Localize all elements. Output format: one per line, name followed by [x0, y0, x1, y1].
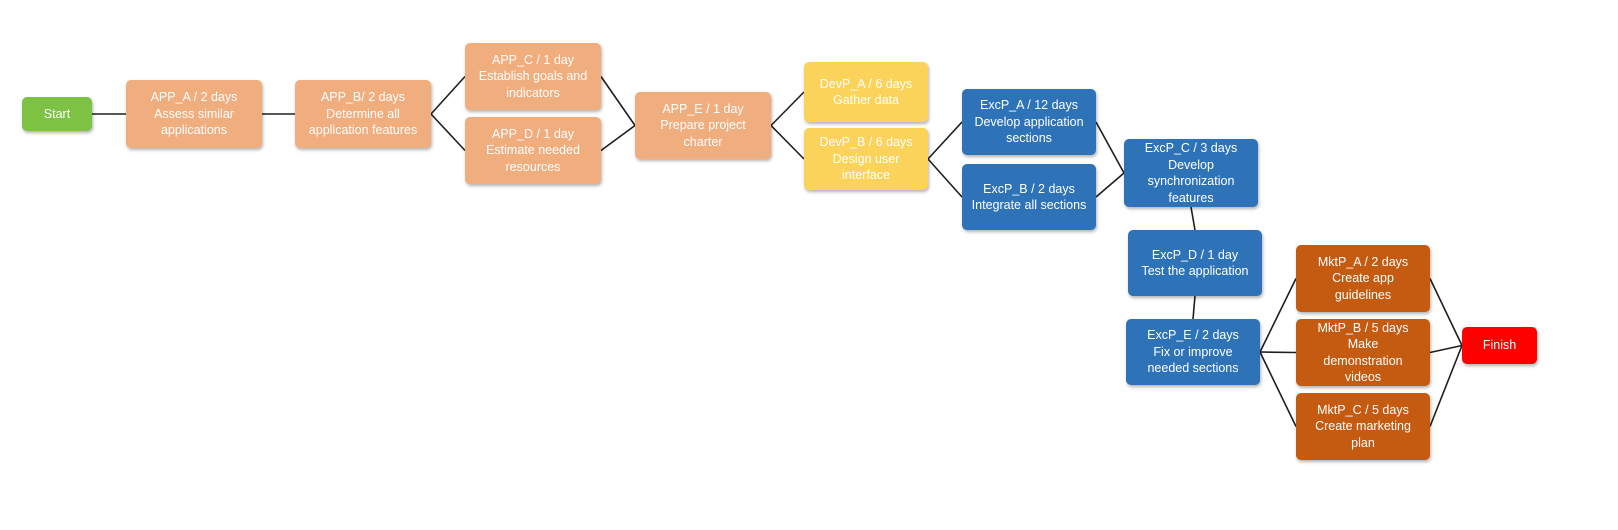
edge-app-c-to-app-e: [600, 76, 636, 126]
edge-excp-e-to-mktp-a: [1259, 278, 1297, 353]
edge-excp-a-to-excp-c: [1095, 121, 1125, 174]
app-e-line-1: APP_E / 1 day: [662, 101, 744, 116]
devp-b-line-1: DevP_B / 6 days: [819, 135, 913, 150]
edge-app-e-to-devp-b: [770, 124, 805, 160]
edge-excp-d-to-excp-e: [1192, 295, 1196, 320]
edge-excp-e-to-mktp-c: [1259, 351, 1297, 427]
app-d-line-3: resources: [505, 159, 561, 174]
edge-devp-b-to-excp-b: [927, 158, 963, 198]
devp-b-line-3: interface: [842, 168, 890, 183]
edge-excp-c-to-excp-d: [1190, 206, 1196, 231]
app-a-line-2: Assess similar: [154, 106, 234, 121]
app-e-line-2: Prepare project: [660, 118, 746, 133]
mktp-c-line-2: Create marketing: [1315, 419, 1411, 434]
edge-app-b-to-app-d: [430, 113, 466, 152]
edge-devp-b-to-excp-a: [927, 121, 963, 160]
devp-b-line-2: Design user: [832, 151, 900, 166]
mktp-b-line-1: MktP_B / 5 days: [1317, 320, 1409, 335]
excp-e-line-3: needed sections: [1147, 361, 1239, 376]
node-finish: Finish: [1462, 327, 1537, 364]
excp-d-line-2: Test the application: [1141, 264, 1249, 278]
app-b-line-2: Determine all: [326, 106, 400, 121]
mktp-b-line-3: demonstration: [1323, 353, 1403, 368]
app-b-line-3: application features: [308, 123, 418, 138]
edge-mktp-c-to-finish: [1429, 345, 1463, 427]
app-a-line-1: APP_A / 2 days: [150, 90, 238, 105]
excp-b-line-1: ExcP_B / 2 days: [983, 181, 1075, 196]
finish-line-1: Finish: [1482, 338, 1517, 353]
app-c-line-3: indicators: [506, 85, 560, 100]
excp-e-line-1: ExcP_E / 2 days: [1147, 328, 1239, 343]
edge-app-d-to-app-e: [600, 124, 636, 152]
edge-app-e-to-devp-a: [770, 91, 805, 127]
app-e-line-3: charter: [683, 134, 723, 149]
devp-a-line-2: Gather data: [832, 93, 899, 107]
edge-excp-b-to-excp-c: [1095, 172, 1125, 198]
mktp-c-line-3: plan: [1351, 435, 1375, 450]
mktp-c-line-1: MktP_C / 5 days: [1317, 402, 1409, 417]
excp-a-line-3: sections: [1006, 131, 1052, 146]
app-b-line-1: APP_B/ 2 days: [320, 90, 406, 105]
excp-b-line-2: Integrate all sections: [971, 198, 1087, 212]
excp-c-line-3: synchronization: [1147, 174, 1235, 188]
app-d-line-1: APP_D / 1 day: [492, 126, 574, 141]
devp-a-line-1: DevP_A / 6 days: [819, 76, 913, 91]
start-line-1: Start: [43, 106, 71, 121]
edge-mktp-a-to-finish: [1429, 278, 1463, 346]
node-start: Start: [22, 97, 92, 131]
excp-a-line-1: ExcP_A / 12 days: [980, 98, 1078, 113]
mktp-a-line-2: Create app: [1332, 271, 1394, 286]
excp-d-line-1: ExcP_D / 1 day: [1151, 247, 1239, 262]
edge-mktp-b-to-finish: [1429, 344, 1463, 354]
app-a-line-3: applications: [160, 123, 227, 138]
excp-a-line-2: Develop application: [974, 114, 1084, 129]
mktp-a-line-3: guidelines: [1334, 287, 1392, 302]
excp-c-line-1: ExcP_C / 3 days: [1144, 141, 1238, 155]
mktp-b-line-4: videos: [1344, 370, 1382, 384]
edge-app-b-to-app-c: [430, 75, 466, 115]
excp-c-line-2: Develop: [1168, 157, 1214, 172]
app-d-line-2: Estimate needed: [486, 143, 580, 158]
mktp-a-line-1: MktP_A / 2 days: [1317, 254, 1409, 269]
app-c-line-2: Establish goals and: [478, 69, 588, 84]
mktp-b-line-2: Make: [1347, 337, 1379, 351]
app-c-line-1: APP_C / 1 day: [492, 52, 574, 67]
excp-e-line-2: Fix or improve: [1153, 344, 1233, 359]
excp-c-line-4: features: [1168, 190, 1214, 205]
edge-excp-e-to-mktp-b: [1259, 351, 1297, 354]
